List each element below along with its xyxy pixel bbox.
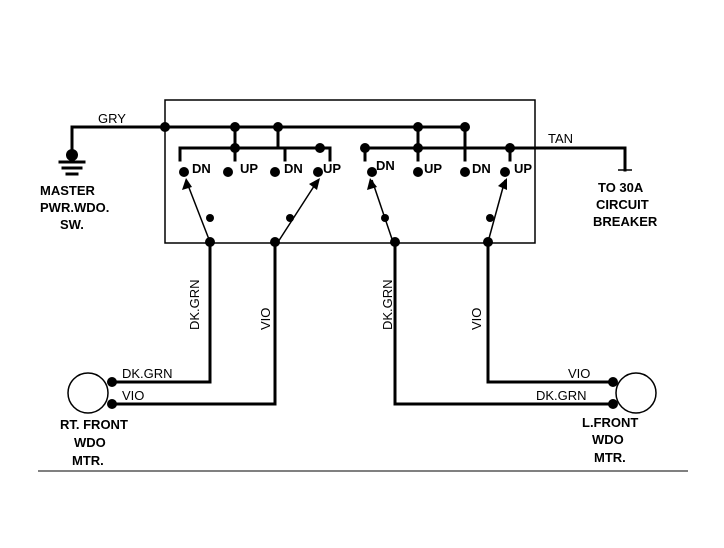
switch-label-6: UP: [424, 161, 442, 176]
l-front-motor: [615, 372, 657, 414]
breaker-label-line-3: BREAKER: [593, 214, 658, 229]
switch-housing: [164, 99, 536, 244]
switch-outputs: [205, 237, 493, 247]
wire-label-vio-right: VIO: [469, 308, 484, 330]
tan-feed-wire: [363, 146, 632, 172]
switch-label-2: UP: [240, 161, 258, 176]
switch-label-5: DN: [376, 158, 395, 173]
l-motor-label-line-2: WDO: [592, 432, 624, 447]
l-motor-label-line-1: L.FRONT: [582, 415, 638, 430]
switch-label-1: DN: [192, 161, 211, 176]
breaker-label-line-2: CIRCUIT: [596, 197, 649, 212]
wire-label-tan: TAN: [548, 131, 573, 146]
master-label-line-3: SW.: [60, 217, 84, 232]
rt-motor-wires: [107, 240, 277, 409]
rt-front-motor: [67, 372, 109, 414]
breaker-label-line-1: TO 30A: [598, 180, 644, 195]
rt-motor-label-line-2: WDO: [74, 435, 106, 450]
rt-motor-label: RT. FRONT WDO MTR.: [60, 417, 128, 468]
wire-label-vio-left: VIO: [258, 308, 273, 330]
l-motor-wires: [393, 240, 618, 409]
wire-label-rt-vio: VIO: [122, 388, 144, 403]
switch-contacts: [179, 167, 510, 177]
switch-blades: [182, 178, 507, 243]
wire-label-l-dkgrn: DK.GRN: [536, 388, 587, 403]
master-label-line-2: PWR.WDO.: [40, 200, 109, 215]
breaker-label: TO 30A CIRCUIT BREAKER: [593, 180, 658, 229]
switch-label-4: UP: [323, 161, 341, 176]
gry-bus-taps: [160, 122, 515, 162]
switch-label-7: DN: [472, 161, 491, 176]
wire-label-dkgrn-left: DK.GRN: [187, 279, 202, 330]
switch-label-8: UP: [514, 161, 532, 176]
wire-label-gry: GRY: [98, 111, 126, 126]
wire-label-rt-dkgrn: DK.GRN: [122, 366, 173, 381]
rt-motor-label-line-1: RT. FRONT: [60, 417, 128, 432]
l-motor-label: L.FRONT WDO MTR.: [582, 415, 638, 465]
gry-feed-wire: [58, 125, 467, 176]
switch-label-3: DN: [284, 161, 303, 176]
wire-label-dkgrn-right: DK.GRN: [380, 279, 395, 330]
rt-motor-label-line-3: MTR.: [72, 453, 104, 468]
master-switch-label: MASTER PWR.WDO. SW.: [40, 183, 109, 232]
master-label-line-1: MASTER: [40, 183, 96, 198]
l-motor-label-line-3: MTR.: [594, 450, 626, 465]
wire-label-l-vio: VIO: [568, 366, 590, 381]
